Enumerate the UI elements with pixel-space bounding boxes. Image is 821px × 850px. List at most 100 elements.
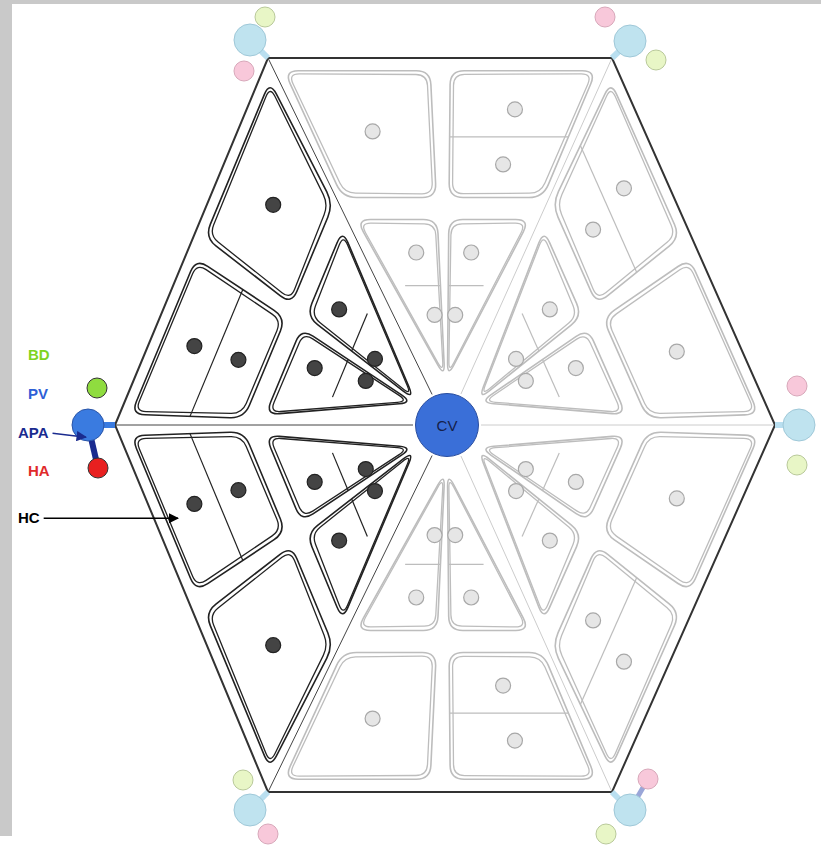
cell-border — [332, 359, 348, 397]
hepatocyte-nucleus — [448, 307, 463, 322]
plate-outline — [607, 263, 755, 417]
hepatocyte-nucleus — [367, 351, 382, 366]
plate-outline — [555, 88, 676, 299]
hepatocyte-nucleus — [307, 474, 322, 489]
cell-border — [543, 359, 560, 397]
cell-border — [522, 499, 539, 537]
plate-outline — [135, 432, 282, 586]
hepatocyte-nucleus — [669, 344, 684, 359]
portal-vein — [234, 794, 266, 826]
vessel-label: CV — [437, 417, 458, 434]
plate-outline — [607, 432, 755, 586]
hepatocyte-nucleus — [509, 484, 524, 499]
cell-border — [543, 453, 560, 491]
sector-line — [461, 456, 612, 792]
plate-outline — [449, 653, 592, 780]
sector-line — [268, 456, 432, 792]
hepatocyte-nucleus — [307, 361, 322, 376]
cell-border — [448, 564, 483, 565]
leader-arrow — [53, 433, 86, 437]
hepatocyte-nucleus — [332, 302, 347, 317]
structure-label: PV — [28, 386, 48, 403]
hepatocyte-nucleus — [464, 590, 479, 605]
cell-outline — [453, 656, 590, 776]
sector-line — [461, 58, 612, 394]
hepatocyte-nucleus — [187, 339, 202, 354]
cell-outline — [364, 223, 443, 367]
portal-vein — [614, 25, 646, 57]
portal-triads — [72, 7, 815, 844]
cell-border — [580, 578, 636, 705]
hepatocyte-nucleus — [568, 361, 583, 376]
hepatocyte-nucleus — [358, 462, 373, 477]
lobule-outline — [115, 58, 775, 792]
hepatocyte-nucleus — [266, 638, 281, 653]
cell-border — [450, 712, 569, 713]
cell-outline — [560, 92, 673, 296]
cell-outline — [273, 438, 403, 513]
sector-line — [115, 425, 413, 426]
hepatocyte-nucleus — [448, 528, 463, 543]
cell-outline — [138, 437, 278, 583]
structure-label: HA — [28, 463, 50, 480]
plate-outline — [288, 71, 435, 198]
hepatocyte-nucleus — [568, 474, 583, 489]
leader-arrow — [44, 518, 178, 520]
hepatocyte-nucleus — [365, 711, 380, 726]
cell-border — [448, 285, 483, 286]
hepatocyte-nucleus — [518, 462, 533, 477]
hepatocyte-nucleus — [365, 124, 380, 139]
cell-border — [332, 453, 348, 491]
hepatic-artery — [638, 769, 658, 789]
bile-duct — [646, 50, 666, 70]
bile-duct — [787, 455, 807, 475]
hepatocyte-nucleus — [464, 245, 479, 260]
cell-outline — [610, 437, 751, 583]
hepatocyte-nucleus — [266, 197, 281, 212]
cell-border — [450, 136, 569, 137]
structure-label: APA — [18, 425, 49, 442]
page-margin — [0, 0, 12, 836]
cell-outline — [138, 267, 278, 413]
cell-outline — [490, 337, 619, 412]
hepatic-artery — [787, 376, 807, 396]
cell-border — [352, 499, 368, 537]
cell-border — [405, 564, 440, 565]
cell-border — [522, 313, 539, 351]
hepatocyte-nucleus — [509, 351, 524, 366]
structure-label: BD — [28, 347, 50, 364]
hepatocyte-nucleus — [427, 307, 442, 322]
plate-outline — [269, 436, 407, 516]
hepatic-artery — [88, 458, 108, 478]
plate-outline — [448, 479, 526, 630]
hepatic-artery — [258, 824, 278, 844]
hepatocyte-nucleus — [518, 373, 533, 388]
hepatocyte-nucleus — [496, 157, 511, 172]
hepatocyte-nucleus — [358, 373, 373, 388]
cell-border — [405, 285, 440, 286]
cell-border — [352, 313, 368, 351]
hepatocyte-nucleus — [367, 484, 382, 499]
portal-vein — [234, 24, 266, 56]
plate-outline — [486, 333, 622, 413]
bile-duct — [87, 378, 107, 398]
portal-vein — [783, 409, 815, 441]
sector-line — [268, 58, 432, 394]
hepatocyte-nucleus — [507, 102, 522, 117]
hepatocyte-nucleus — [427, 528, 442, 543]
cell-border — [580, 146, 636, 273]
cell-outline — [560, 555, 673, 759]
hepatocyte-nucleus — [542, 302, 557, 317]
hepatocyte-nucleus — [231, 483, 246, 498]
hepatocyte-nucleus — [231, 352, 246, 367]
hepatocyte-nucleus — [616, 181, 631, 196]
hepatocyte-nucleus — [542, 533, 557, 548]
hepatocyte-nucleus — [496, 678, 511, 693]
page-margin — [0, 0, 821, 4]
structure-label: HC — [18, 510, 40, 527]
plate-outline — [135, 263, 282, 417]
hepatic-artery — [595, 7, 615, 27]
portal-vein — [614, 794, 646, 826]
cell-outline — [212, 555, 326, 759]
